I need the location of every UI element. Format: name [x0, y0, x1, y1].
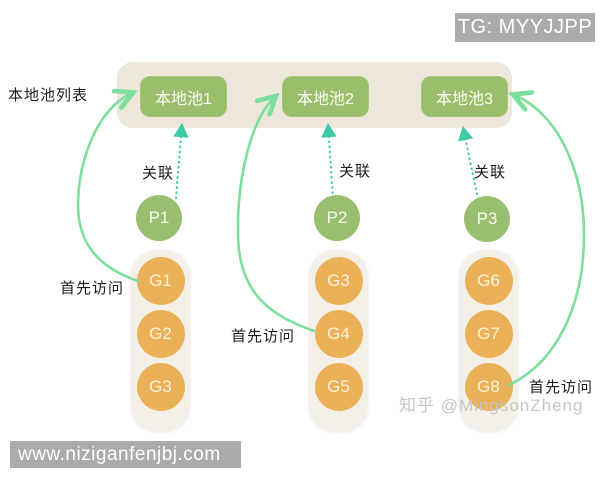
goroutine-g4-node: G4 [314, 310, 363, 358]
processor-p3-node: P3 [464, 196, 510, 242]
processor-p1-node: P1 [136, 195, 182, 241]
arrow-g8-to-pool3 [507, 90, 586, 387]
zhihu-watermark: 知乎 @MingsonZheng [399, 396, 584, 415]
associate-label-1: 关联 [142, 165, 175, 182]
goroutine-g5-node: G5 [314, 363, 363, 411]
goroutine-g7-node: G7 [464, 310, 513, 358]
local-pool-1-box: 本地池1 [140, 76, 227, 117]
associate-label-2: 关联 [339, 163, 372, 180]
goroutine-g1-node: G1 [136, 257, 185, 305]
arrow-g4-to-pool2 [236, 92, 316, 333]
goroutine-g6-node: G6 [464, 257, 513, 305]
associate-label-3: 关联 [474, 164, 507, 181]
goroutine-column-1: G1 G2 G3 [131, 250, 190, 431]
local-pool-2-box: 本地池2 [282, 76, 369, 117]
dotted-p1-to-pool1 [173, 122, 189, 200]
goroutine-g8-node: G8 [464, 363, 513, 411]
goroutine-g3-node: G3 [136, 363, 185, 411]
dotted-p2-to-pool2 [321, 122, 337, 200]
goroutine-g2-node: G2 [136, 310, 185, 358]
processor-p2-node: P2 [314, 195, 360, 241]
first-access-label-1: 首先访问 [60, 280, 125, 297]
website-badge: www.niziganfenjbj.com [10, 441, 241, 468]
local-pool-3-box: 本地池3 [421, 76, 508, 117]
goroutine-column-2: G3 G4 G5 [309, 250, 368, 431]
goroutine-g3b-node: G3 [314, 257, 363, 305]
pool-list-label: 本地池列表 [8, 87, 89, 104]
first-access-label-2: 首先访问 [231, 328, 296, 345]
telegram-badge: TG: MYYJJPP [455, 13, 595, 42]
